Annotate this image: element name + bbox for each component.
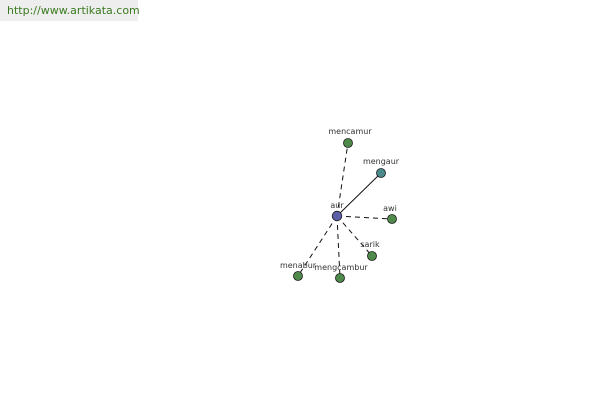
- graph-nodes: [293, 138, 397, 283]
- edge-aur-sarik: [336, 215, 373, 257]
- node-mengaur[interactable]: [376, 168, 386, 178]
- node-sarik[interactable]: [367, 251, 377, 261]
- node-label-mencamur[interactable]: mencamur: [328, 127, 372, 136]
- edge-aur-mengcambur: [336, 215, 341, 279]
- url-link[interactable]: http://www.artikata.com: [7, 4, 140, 17]
- node-awi[interactable]: [387, 214, 397, 224]
- node-label-awi[interactable]: awi: [383, 204, 397, 213]
- node-mengcambur[interactable]: [335, 273, 345, 283]
- edge-aur-awi: [336, 215, 393, 220]
- edge-aur-mengaur: [336, 172, 382, 217]
- edge-aur-menabur: [297, 215, 338, 277]
- edge-aur-mencamur: [336, 142, 349, 217]
- node-label-menabur[interactable]: menabur: [280, 261, 317, 270]
- node-mencamur[interactable]: [343, 138, 353, 148]
- node-menabur[interactable]: [293, 271, 303, 281]
- graph-edges: [297, 142, 393, 279]
- node-label-mengaur[interactable]: mengaur: [363, 157, 400, 166]
- node-label-mengcambur[interactable]: mengcambur: [314, 263, 368, 272]
- graph-labels: mencamur mengaur awi sarik mengcamburmenabur…: [280, 127, 400, 272]
- url-bar: http://www.artikata.com: [0, 0, 140, 21]
- node-label-sarik[interactable]: sarik: [360, 240, 380, 249]
- node-label-aur[interactable]: aur: [330, 201, 344, 210]
- node-aur[interactable]: [331, 210, 343, 222]
